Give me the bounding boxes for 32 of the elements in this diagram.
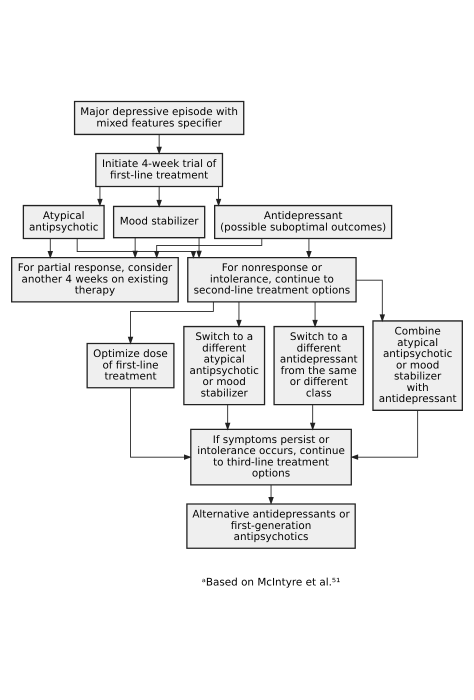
- arrow: [196, 237, 202, 259]
- arrow: [216, 186, 222, 207]
- arrow: [97, 186, 103, 207]
- node-box: Switch to a different antidepressant from the same or different class: [273, 326, 364, 406]
- arrow: [156, 134, 162, 155]
- label: ᵃBased on McIntyre et al.⁵¹: [202, 576, 340, 589]
- arrow: [236, 302, 242, 328]
- node-box: If symptoms persist or intolerance occurs, continue to third-line treatment options: [190, 428, 352, 486]
- arrow: [350, 410, 418, 460]
- node-box: Optimize dose of first-line treatment: [86, 342, 175, 388]
- node-box: Initiate 4-week trial of first-line treatment: [95, 152, 224, 188]
- node-box: Switch to a different atypical antipsychotic or mood stabilizer: [183, 326, 266, 406]
- arrow: [312, 302, 318, 328]
- arrow: [154, 238, 262, 259]
- arrow: [156, 186, 162, 208]
- node-box: Atypical antipsychotic: [22, 204, 105, 240]
- arrow: [224, 404, 230, 431]
- node-box: For partial response, consider another 4 weeks on existing therapy: [11, 256, 179, 302]
- node-box: Alternative antidepressants or first-generation antipsychotics: [186, 503, 356, 549]
- node-box: Major depressive episode with mixed features specifier: [74, 100, 244, 136]
- arrow: [130, 387, 192, 460]
- arrow: [128, 302, 214, 345]
- arrow: [306, 238, 312, 259]
- arrow: [310, 404, 316, 431]
- node-box: Mood stabilizer: [112, 206, 206, 238]
- node-box: Combine atypical antipsychotic or mood stabilizer with antidepressant: [372, 320, 463, 411]
- node-box: Antidepressant (possible suboptimal outcomes): [214, 204, 392, 240]
- node-box: For nonresponse or intolerance, continue to second-line treatment options: [187, 256, 357, 302]
- arrow: [132, 237, 138, 259]
- arrow: [268, 484, 274, 505]
- arrow: [356, 280, 386, 322]
- arrow: [48, 238, 53, 259]
